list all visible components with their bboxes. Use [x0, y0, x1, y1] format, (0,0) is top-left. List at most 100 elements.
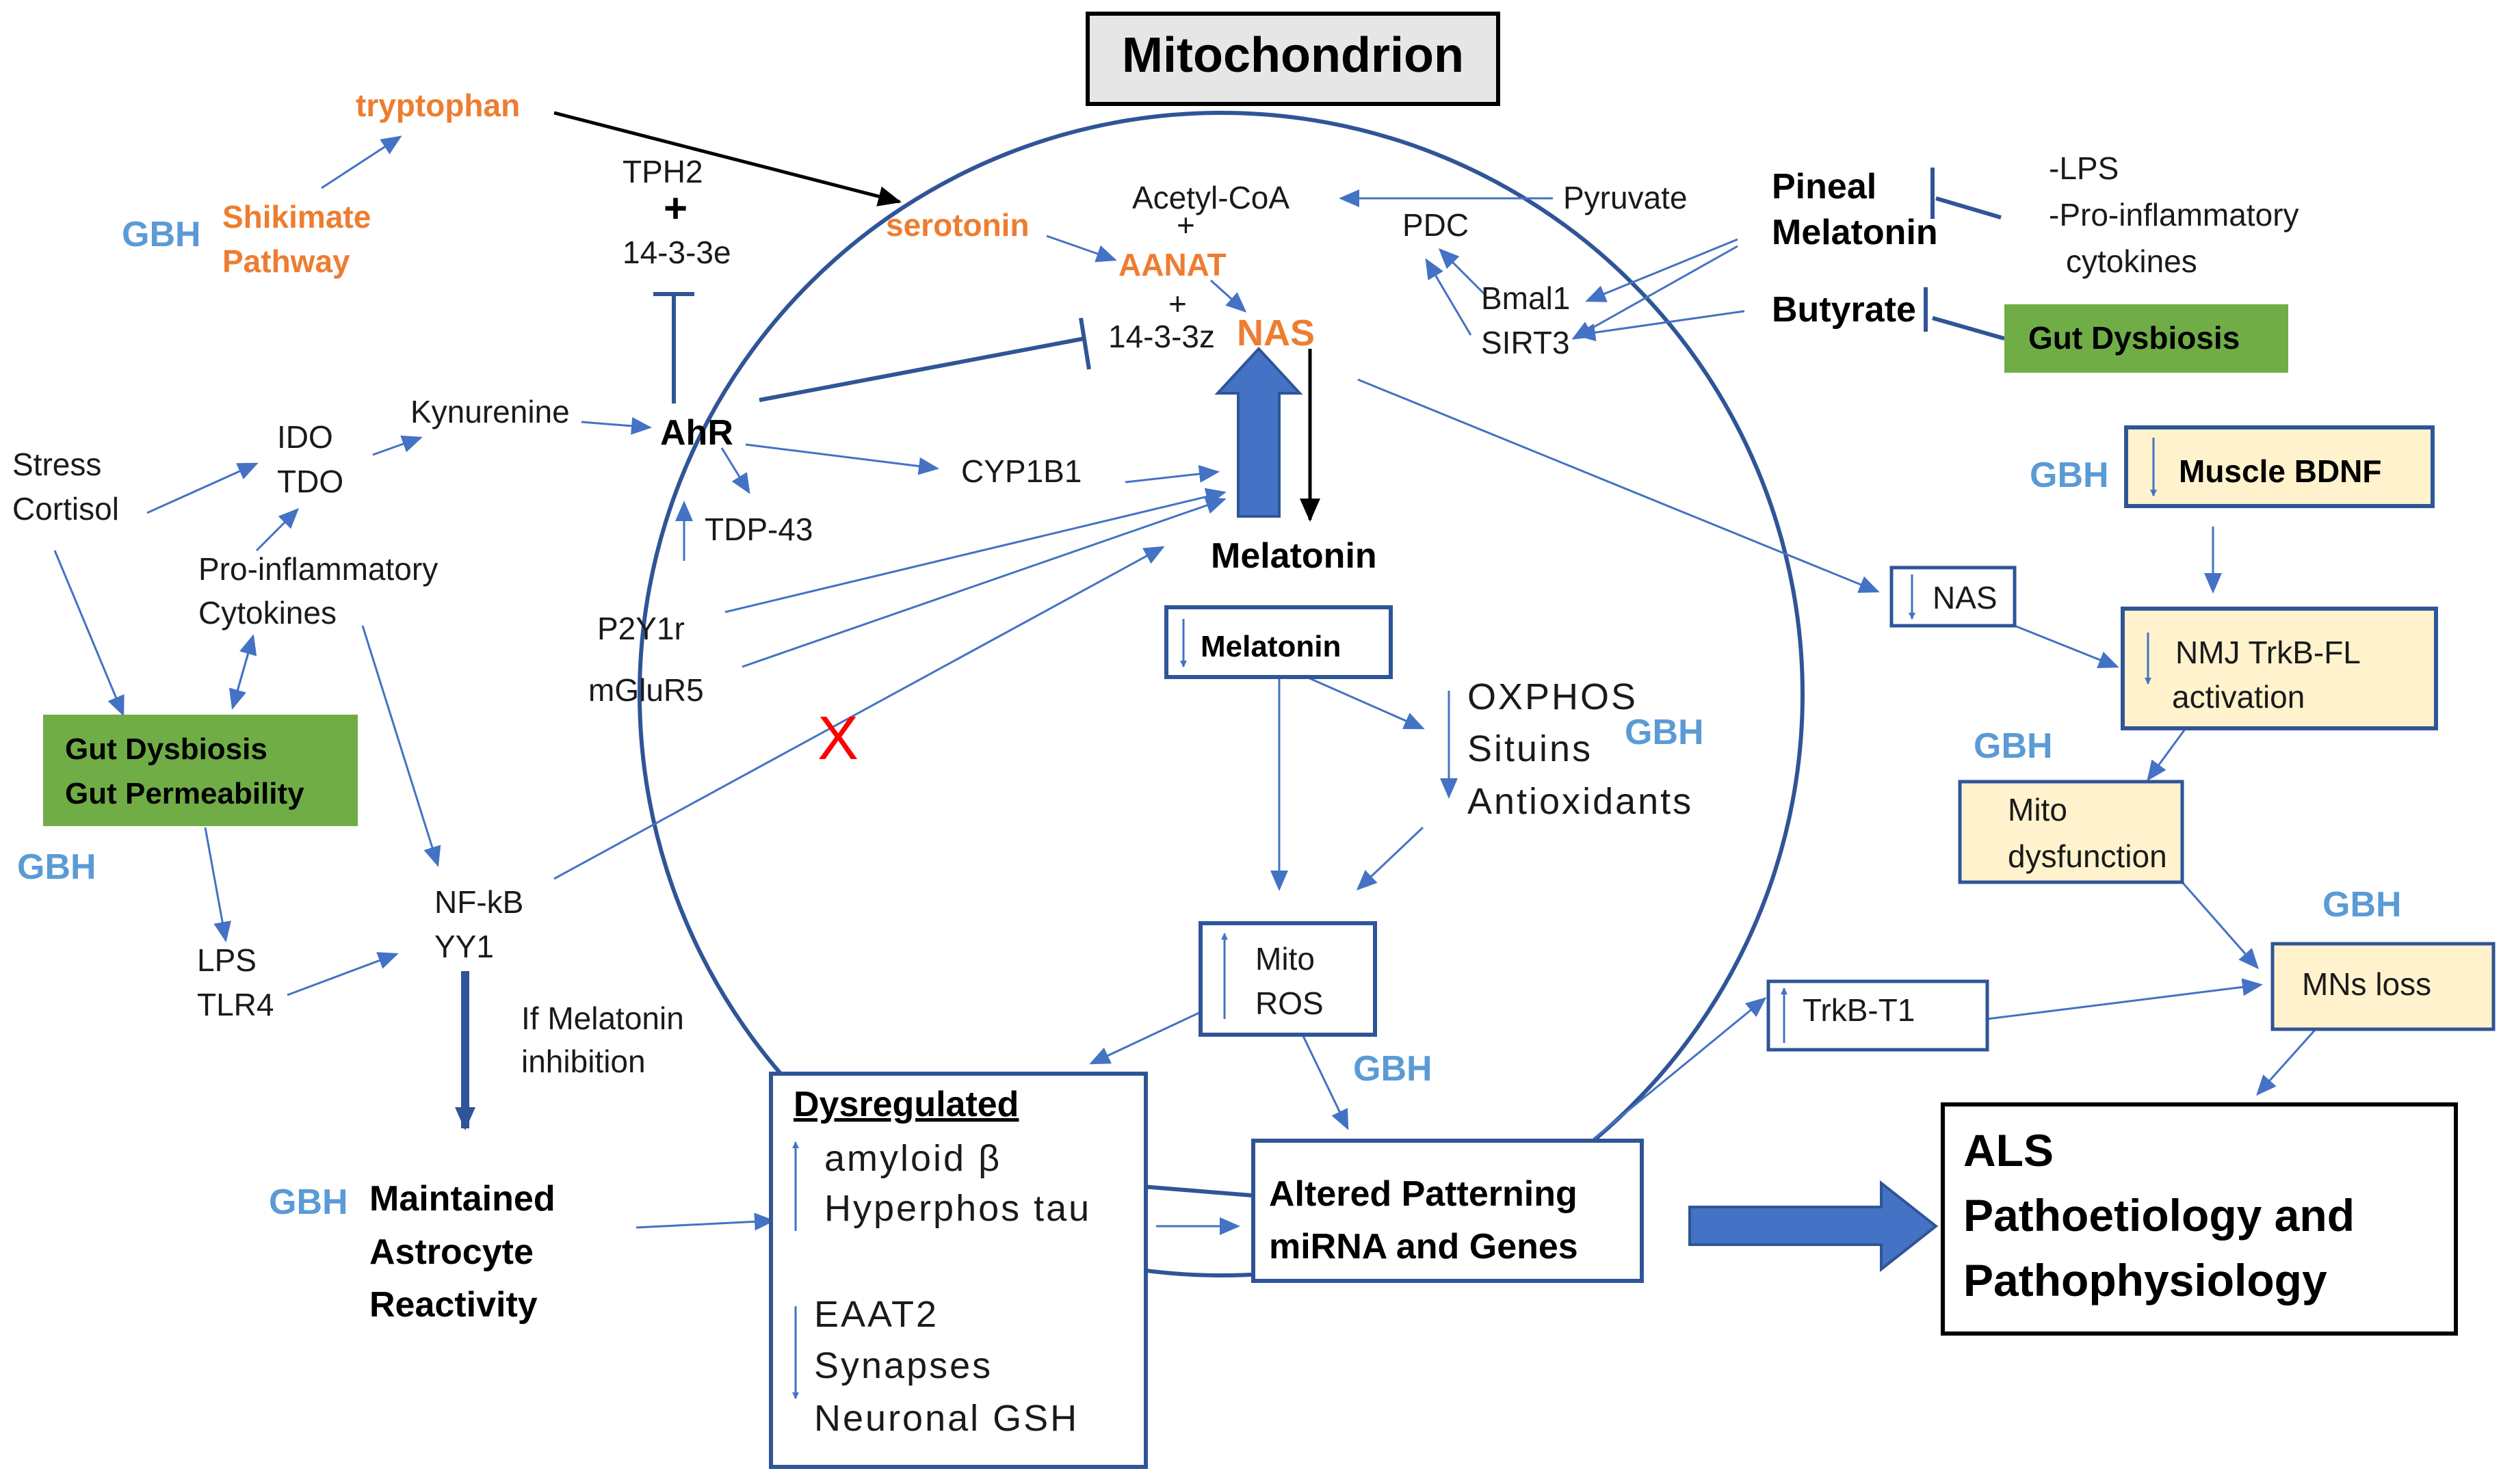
title-box [1086, 12, 1500, 106]
arrow-pineal-bmal1 [1585, 238, 1738, 302]
cortisol-label: Cortisol [12, 491, 119, 527]
pdc-label: PDC [1402, 207, 1469, 243]
tdp43-label: TDP-43 [705, 512, 813, 547]
arrow-altered-trkb [1593, 997, 1767, 1140]
arrow-nmj-mito [2147, 728, 2187, 782]
arrow-cytokines-nfkb [361, 625, 441, 867]
inhibit-gut-butyrate [1932, 316, 2005, 341]
cytokines-item-label: cytokines [2066, 243, 2197, 279]
butyrate-label: Butyrate [1772, 290, 1916, 330]
cofactor-label: 14-3-3z [1108, 319, 1215, 354]
gut-dysbiosis-right-label: Gut Dysbiosis [2028, 320, 2240, 356]
big-arrow-to-als [1688, 1180, 1939, 1273]
muscle-bdnf-box [2124, 425, 2435, 508]
cyp1b1-label: CYP1B1 [961, 453, 1082, 489]
cytokines-label-1: Pro-inflammatory [198, 551, 438, 587]
proinflammatory-item-label: -Pro-inflammatory [2049, 197, 2299, 233]
pineal-label: Pineal [1772, 167, 1876, 207]
nfkb-label: NF-kB [434, 884, 523, 920]
gbh-label-gut: GBH [17, 847, 96, 887]
nas-box-label: NAS [1933, 580, 1998, 615]
mns-loss-box [2270, 942, 2496, 1031]
astrocyte-label-1: Maintained [369, 1179, 555, 1219]
acetylcoa-label: Acetyl-CoA [1132, 180, 1289, 215]
nas-label: NAS [1237, 313, 1315, 354]
arrow-pineal-sirt3 [1571, 245, 1738, 340]
gbh-label-astrocyte: GBH [269, 1182, 348, 1222]
lps-label: LPS [197, 942, 257, 978]
hyperphos-tau-label: Hyperphos tau [824, 1188, 1091, 1229]
mito-ros-box [1199, 921, 1377, 1037]
oxphos-label: OXPHOS [1467, 676, 1638, 717]
page-title: Mitochondrion [1122, 28, 1464, 83]
arrow-gut-lps [204, 827, 231, 942]
mglur5-label: mGluR5 [588, 672, 704, 708]
melatonin-label: Melatonin [1211, 536, 1377, 576]
arrow-nfkb-melatonin [553, 546, 1165, 880]
mns-loss-label: MNs loss [2302, 966, 2431, 1002]
arrow-stress-gut [53, 550, 125, 717]
tph2-plus: + [664, 185, 688, 231]
gut-dysbiosis-label: Gut Dysbiosis [65, 732, 267, 766]
arrow-oxphos-ros [1356, 826, 1424, 891]
pathway-label: Pathway [222, 243, 350, 279]
gbh-label-shikimate: GBH [122, 215, 201, 254]
mitochondrion-membrane [638, 111, 1805, 1277]
nmj-label: NMJ TrkB-FL [2175, 635, 2361, 670]
arrow-nasbox-nmj [2014, 624, 2119, 669]
inhibit-ahr-cofactor [759, 336, 1085, 402]
arrow-ahr-tdp43 [720, 447, 750, 494]
kynurenine-label: Kynurenine [410, 394, 570, 429]
melatonin-box [1164, 605, 1393, 679]
altered-patterning-box [1251, 1139, 1644, 1283]
arrow-ido-kynurenine [372, 435, 423, 456]
astrocyte-label-2: Astrocyte [369, 1232, 534, 1272]
arrow-ahr-cyp1b1 [745, 443, 939, 475]
lps-item-label: -LPS [2049, 150, 2119, 186]
inhibit-ahr-cofactor-bar [1079, 317, 1091, 370]
inhibit-lps-pineal [1935, 196, 2002, 220]
nmj-box [2121, 607, 2438, 730]
dysregulated-box [769, 1072, 1148, 1469]
tlr4-label: TLR4 [197, 987, 274, 1022]
bmal1-label: Bmal1 [1481, 280, 1570, 316]
eaat2-label: EAAT2 [814, 1294, 939, 1335]
arrow-astrocyte-dysregulated [636, 1213, 775, 1231]
gbh-label-ros: GBH [1353, 1049, 1432, 1089]
arrow-p2y1r-melatonin [724, 488, 1227, 613]
gut-permeability-box [43, 715, 358, 826]
arrow-bmal1-pdc [1438, 248, 1486, 295]
shikimate-label: Shikimate [222, 199, 371, 235]
mirna-genes-label: miRNA and Genes [1269, 1227, 1578, 1267]
arrow-ros-altered [1302, 1035, 1349, 1130]
gbh-label-mns: GBH [2322, 885, 2402, 925]
gbh-label-bdnf: GBH [2030, 455, 2109, 495]
arrow-aanat-nas [1209, 279, 1247, 313]
cytokines-label-2: Cytokines [198, 595, 337, 631]
neuronal-gsh-label: Neuronal GSH [814, 1398, 1079, 1439]
arrow-butyrate-sirt3 [1575, 310, 1745, 342]
melatonin-box-label: Melatonin [1201, 630, 1341, 663]
arrow-cytokines-tdo [255, 507, 300, 552]
arrow-cyp1b1-melatonin [1125, 465, 1220, 483]
arrow-shikimate-tryptophan [321, 135, 402, 189]
tdo-label: TDO [277, 464, 343, 499]
arrow-tryptophan-serotonin [553, 111, 902, 207]
tph2-label: TPH2 [623, 154, 703, 189]
aanat-label: AANAT [1118, 247, 1227, 282]
pyruvate-label: Pyruvate [1563, 180, 1688, 215]
arrow-serotonin-aanat [1046, 235, 1117, 263]
mito-label: Mito [1255, 941, 1315, 977]
arrow-tlr4-yy1 [287, 952, 399, 996]
connectors [53, 111, 2317, 1235]
arrow-stress-ido [146, 462, 259, 514]
ros-label: ROS [1255, 985, 1324, 1021]
pathoetiology-label: Pathoetiology and [1963, 1190, 2355, 1241]
arrow-sirt3-pdc [1425, 258, 1472, 336]
als-box [1941, 1102, 2458, 1336]
arrow-trkb-mns [1987, 978, 2263, 1020]
big-arrow-melatonin-nas [1214, 347, 1303, 518]
gut-dysbiosis-box [2004, 304, 2288, 373]
arrow-cytokines-gut [228, 635, 254, 710]
